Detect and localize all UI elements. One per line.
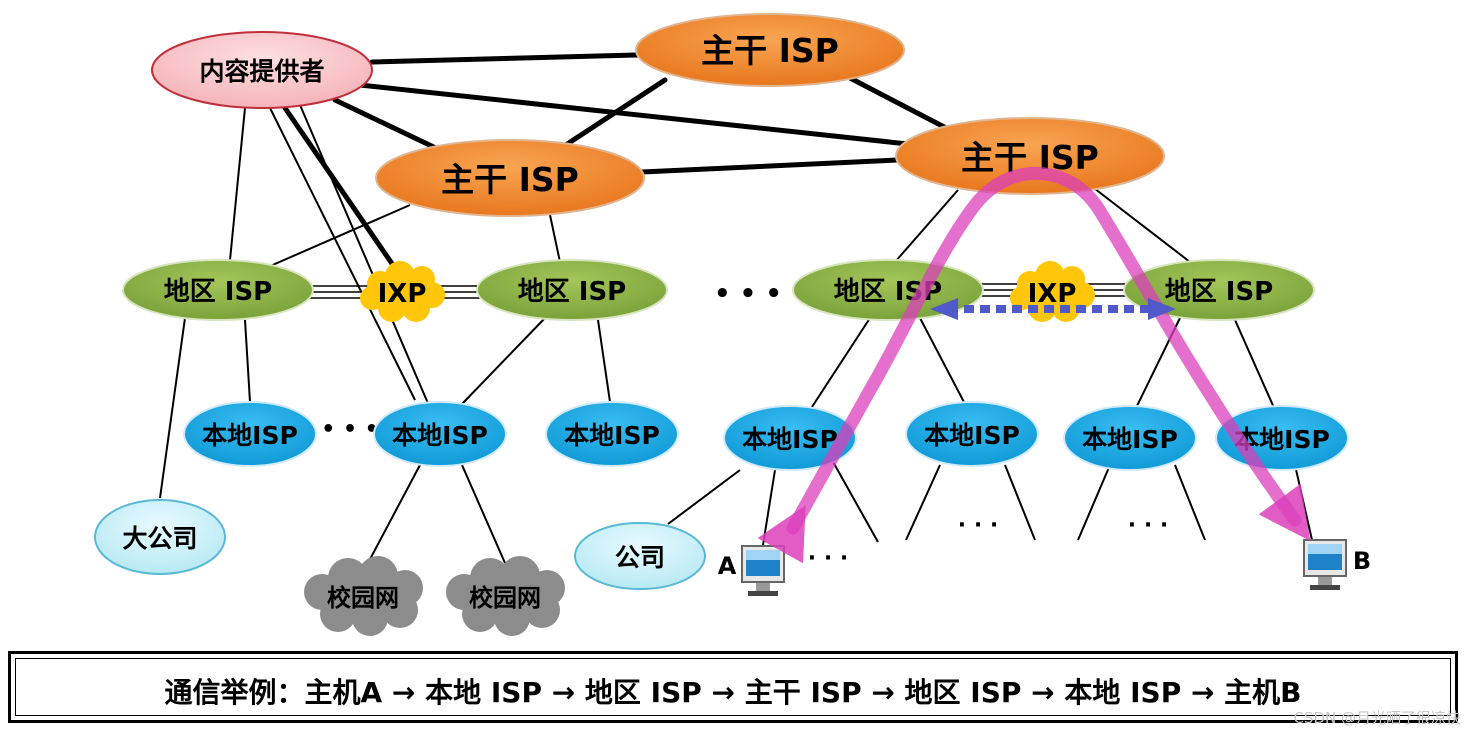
local-isp-1: 本地ISP <box>183 401 317 467</box>
peering-arrow <box>930 298 1176 320</box>
content-provider-label: 内容提供者 <box>199 57 324 86</box>
local-isp-label: 本地ISP <box>564 421 660 450</box>
host-ellipsis: · · · <box>1128 513 1168 538</box>
local-isp-4: 本地ISP <box>723 405 857 471</box>
regional-isp-1: 地区 ISP <box>122 259 314 321</box>
local-isp-label: 本地ISP <box>1082 425 1178 454</box>
host-a-label: A <box>718 552 737 580</box>
ixp-left: IXP <box>360 261 445 322</box>
ixp-label: IXP <box>378 279 427 309</box>
local-isp-3: 本地ISP <box>545 401 679 467</box>
regional-isp-label: 地区 ISP <box>1165 277 1274 307</box>
local-isp-label: 本地ISP <box>392 421 488 450</box>
local-isp-label: 本地ISP <box>924 421 1020 450</box>
watermark: CSDN @月光晒了很凉快 <box>1293 709 1461 727</box>
thick-links <box>282 52 953 271</box>
host-b: B <box>1303 539 1371 590</box>
caption-box: 通信举例：主机A → 本地 ISP → 地区 ISP → 主干 ISP → 地区… <box>8 651 1458 723</box>
local-isp-6: 本地ISP <box>1063 405 1197 471</box>
big-company: 大公司 <box>94 499 226 575</box>
computer-icon <box>1303 539 1347 590</box>
regional-isp-label: 地区 ISP <box>518 277 627 307</box>
backbone-isp-top: 主干 ISP <box>635 13 905 87</box>
company-label: 公司 <box>615 543 665 572</box>
host-ellipsis: · · · <box>808 546 848 571</box>
computer-icon <box>741 545 785 596</box>
local-ellipsis: • • • <box>321 417 379 442</box>
campus-network-1: 校园网 <box>304 556 423 636</box>
host-ellipsis: · · · <box>958 513 998 538</box>
backbone-isp-label: 主干 ISP <box>701 31 839 70</box>
route-path <box>757 166 1311 564</box>
backbone-isp-left: 主干 ISP <box>375 139 645 217</box>
caption-text: 通信举例：主机A → 本地 ISP → 地区 ISP → 主干 ISP → 地区… <box>164 676 1302 709</box>
host-a: A <box>718 545 785 596</box>
host-b-label: B <box>1353 547 1371 575</box>
diagram-canvas: 主干 ISP 主干 ISP 主干 ISP 内容提供者 地区 ISP 地区 ISP… <box>94 13 1371 636</box>
ixp-label: IXP <box>1028 279 1077 309</box>
campus-network-label: 校园网 <box>469 584 541 612</box>
local-isp-label: 本地ISP <box>202 421 298 450</box>
regional-ellipsis: • • • <box>714 279 782 309</box>
content-provider: 内容提供者 <box>151 31 373 109</box>
local-isp-5: 本地ISP <box>905 401 1039 467</box>
local-isp-label: 本地ISP <box>742 425 838 454</box>
regional-isp-2: 地区 ISP <box>476 259 668 321</box>
backbone-isp-right: 主干 ISP <box>895 117 1165 195</box>
big-company-label: 大公司 <box>122 524 197 553</box>
company: 公司 <box>574 522 706 590</box>
ixp-right: IXP <box>1010 261 1095 322</box>
campus-network-label: 校园网 <box>327 584 399 612</box>
backbone-isp-label: 主干 ISP <box>441 160 579 199</box>
regional-isp-4: 地区 ISP <box>1123 259 1315 321</box>
regional-isp-label: 地区 ISP <box>164 277 273 307</box>
campus-network-2: 校园网 <box>446 556 565 636</box>
local-isp-2: 本地ISP <box>373 401 507 467</box>
